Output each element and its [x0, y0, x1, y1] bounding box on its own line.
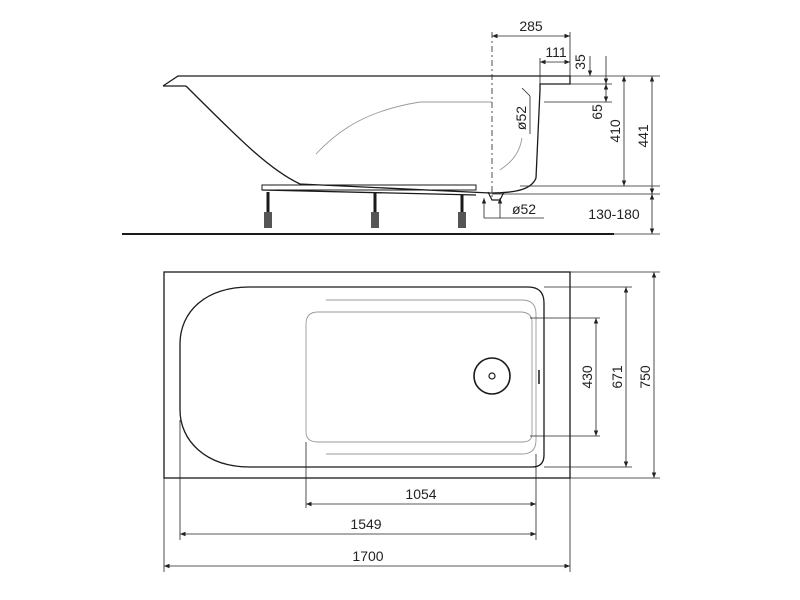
top-drain-outer [473, 357, 511, 395]
side-view: 285 111 35 65 410 441 130-180 ø52 [122, 18, 660, 235]
dim-130-180-label: 130-180 [588, 206, 640, 222]
tub-inner-basin [179, 286, 545, 468]
tub-outer-rim [163, 271, 571, 479]
backrest-curve [315, 101, 492, 155]
overflow-d52-label: ø52 [513, 106, 529, 130]
dim-1549-label: 1549 [350, 516, 381, 532]
dim-1054-label: 1054 [405, 486, 436, 502]
dim-111-label: 111 [545, 44, 566, 60]
dim-750-label: 750 [637, 365, 653, 389]
tub-bottom-outer-contour [326, 299, 537, 455]
dim-285-label: 285 [519, 18, 543, 34]
dim-35-label: 35 [572, 54, 588, 70]
dim-430-label: 430 [579, 365, 595, 389]
dim-441-label: 441 [635, 124, 651, 148]
support-frame [261, 184, 477, 191]
inner-bottom-curve [499, 137, 523, 171]
top-drain-inner [488, 372, 496, 380]
dim-1700-label: 1700 [352, 548, 383, 564]
support-legs [264, 192, 466, 228]
frame-bottom [261, 189, 477, 196]
overflow-d52-leader-tick [521, 87, 531, 97]
dim-410-label: 410 [607, 119, 623, 143]
top-view: 430 671 750 1054 1549 1700 [163, 271, 660, 572]
tub-rim [162, 75, 571, 90]
tub-bottom-flat [305, 311, 533, 443]
dim-671-label: 671 [609, 365, 625, 389]
drain-d52-label: ø52 [512, 201, 536, 217]
dim-65-label: 65 [589, 104, 605, 120]
drain-outlet [487, 191, 505, 201]
